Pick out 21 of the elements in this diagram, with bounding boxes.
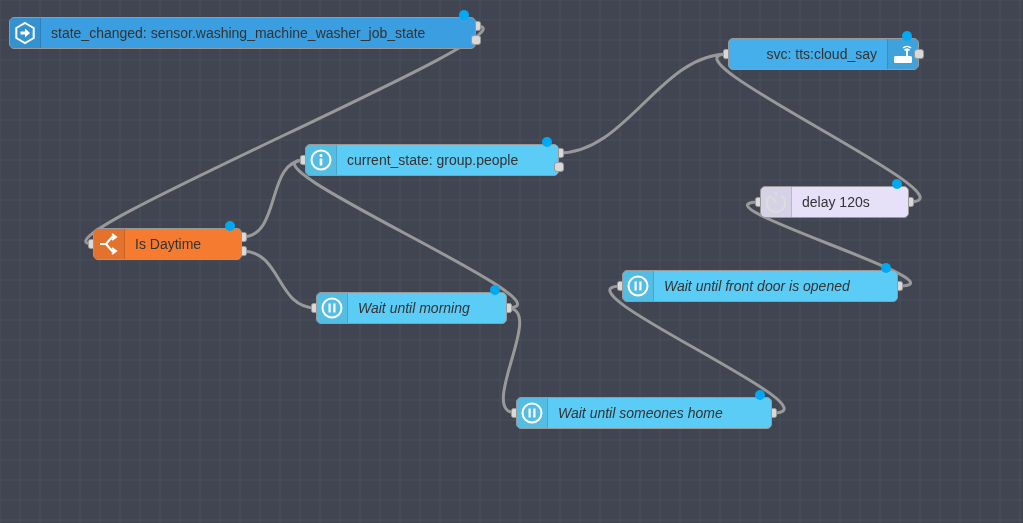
flow-node [728,38,919,70]
flow-node [316,292,507,324]
wire [716,48,921,208]
flow-node [93,228,242,260]
flow-node [9,17,476,49]
wire [609,280,785,419]
node-label: Wait until morning [357,300,471,316]
node-label: Is Daytime [134,236,203,252]
wire [501,302,522,419]
flow-node [305,144,559,176]
flow-node [516,397,772,429]
node-label: state_changed: sensor.washing_machine_washer_job_state [50,25,427,41]
wire [746,196,912,292]
node-label: Wait until someones home [557,405,724,421]
wire [86,20,483,250]
flow-node [760,186,909,218]
flow-node [622,270,898,302]
node-label: Wait until front door is opened [663,278,851,294]
node-label: delay 120s [801,194,871,210]
node-label: current_state: group.people [346,152,520,168]
node-label: svc: tts:cloud_say [765,46,878,62]
